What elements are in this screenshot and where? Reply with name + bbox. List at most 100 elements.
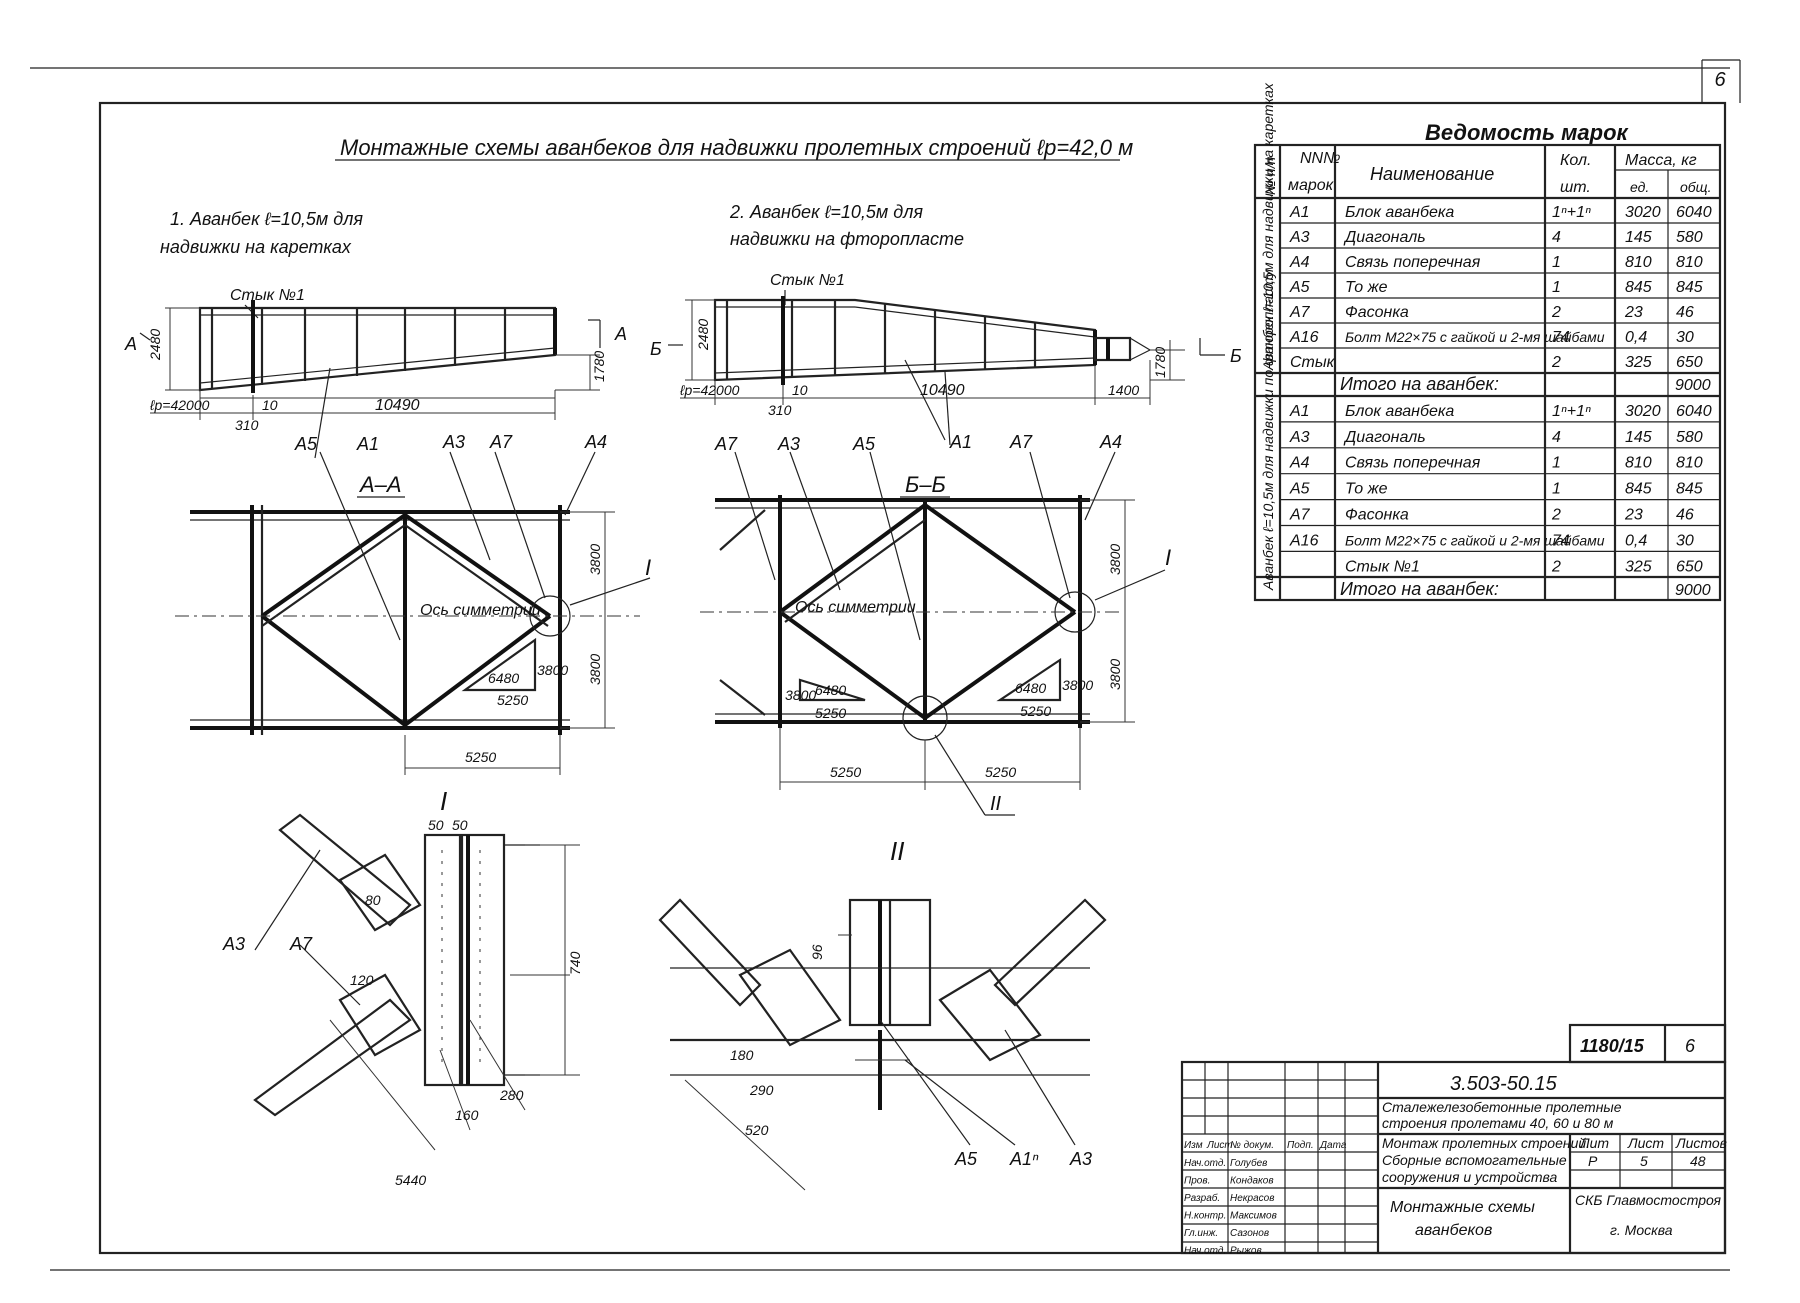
name-cell: Фасонка xyxy=(1345,304,1409,321)
mass-one-cell: 0,4 xyxy=(1625,532,1647,549)
mass-total-cell: 46 xyxy=(1676,507,1694,524)
callout-A7-b: A7 xyxy=(714,434,738,454)
qty-cell: 1 xyxy=(1552,455,1561,472)
tb-org-l1: СКБ Главмостостроя xyxy=(1575,1192,1721,1208)
mass-one-cell: 145 xyxy=(1625,429,1652,446)
mass-total-cell: 650 xyxy=(1676,558,1703,575)
group1-total-label: Итого на аванбек: xyxy=(1340,374,1499,394)
qty-cell: 2 xyxy=(1551,507,1561,524)
tri-3800-b: 3800 xyxy=(785,687,816,703)
name-cell: Болт М22×75 с гайкой и 2-мя шайбами xyxy=(1345,532,1605,548)
dim-3800-b: 3800 xyxy=(587,654,603,685)
hdr-qty-l1: Кол. xyxy=(1560,152,1591,169)
qty-cell: 4 xyxy=(1552,429,1561,446)
group1-total-value: 9000 xyxy=(1675,377,1711,394)
callout-A5-b: A5 xyxy=(852,434,876,454)
section-bb-plan: Б–Б Ось симметрии 6480 3800 5250 6480 38… xyxy=(700,371,1171,816)
qty-cell: 74 xyxy=(1552,532,1570,549)
callout-A5-c: A5 xyxy=(954,1149,978,1169)
qty-cell: 2 xyxy=(1551,304,1561,321)
det-dim-120: 120 xyxy=(350,972,374,988)
dim-lp-b: ℓp=42000 xyxy=(679,382,740,398)
callout-A7-a: A7 xyxy=(489,432,513,452)
callout-A3-b: A3 xyxy=(777,434,800,454)
det-dim-5440: 5440 xyxy=(395,1172,426,1188)
mark-cell: A4 xyxy=(1289,455,1310,472)
name-cell: То же xyxy=(1345,481,1388,498)
mass-one-cell: 3020 xyxy=(1625,204,1661,221)
callout-A1-a: A1 xyxy=(356,434,379,454)
tb-role: Разраб. xyxy=(1184,1192,1220,1204)
tb-role: Нач.отд. xyxy=(1184,1246,1226,1257)
callout-A3-a: A3 xyxy=(442,432,465,452)
mass-total-cell: 46 xyxy=(1676,304,1694,321)
tb-desc-l1: Сталежелезобетонные пролетные xyxy=(1382,1099,1622,1115)
mass-one-cell: 145 xyxy=(1625,229,1652,246)
marks-table-title: Ведомость марок xyxy=(1425,120,1630,145)
det-dim-50b: 50 xyxy=(452,817,468,833)
tb-sheets-h: Листов xyxy=(1675,1135,1727,1151)
det-dim-96: 96 xyxy=(809,944,825,960)
det-dim-50a: 50 xyxy=(428,817,444,833)
tri-3800-c: 3800 xyxy=(1062,677,1093,693)
qty-cell: 1 xyxy=(1552,254,1561,271)
qty-cell: 4 xyxy=(1552,229,1561,246)
mass-total-cell: 650 xyxy=(1676,354,1703,371)
detail-I-title: I xyxy=(440,786,447,816)
mass-one-cell: 810 xyxy=(1625,455,1652,472)
dim-3800-c: 3800 xyxy=(1107,544,1123,575)
mark-cell: A3 xyxy=(1289,429,1310,446)
section-aa-label: А–А xyxy=(358,472,402,497)
tb-sheet-code: 1180/15 xyxy=(1580,1036,1645,1056)
mass-total-cell: 810 xyxy=(1676,254,1703,271)
mass-total-cell: 6040 xyxy=(1676,204,1712,221)
tb-staff-name: Некрасов xyxy=(1230,1193,1274,1204)
tb-doc-code: 3.503-50.15 xyxy=(1450,1073,1558,1095)
mark-cell: A7 xyxy=(1289,507,1311,524)
joint-label-2: Стык №1 xyxy=(770,272,845,289)
hdr-num-l2: марок xyxy=(1288,177,1335,194)
group2-total-value: 9000 xyxy=(1675,582,1711,599)
dim-5250-a: 5250 xyxy=(465,749,496,765)
callout-A7-c: A7 xyxy=(1009,432,1033,452)
mark-cell: Стык xyxy=(1290,354,1336,371)
mark-cell: A3 xyxy=(1289,229,1310,246)
mass-one-cell: 325 xyxy=(1625,558,1652,575)
table-row: A3 Диагональ 4 145 580 xyxy=(1280,421,1720,446)
name-cell: Диагональ xyxy=(1343,429,1426,446)
detail-I: I 740 50 50 120 80 160 280 5440 xyxy=(253,786,583,1188)
hdr-name: Наименование xyxy=(1370,164,1494,184)
tri-6480-a: 6480 xyxy=(488,670,519,686)
mark-cell: A1 xyxy=(1289,204,1310,221)
scheme1-title-line2: надвижки на каретках xyxy=(160,237,352,257)
callout-A4-a: A4 xyxy=(584,432,607,452)
dim-5250-c: 5250 xyxy=(985,764,1016,780)
mass-one-cell: 810 xyxy=(1625,254,1652,271)
section-bb-label: Б–Б xyxy=(905,472,946,497)
dim-5250-b: 5250 xyxy=(830,764,861,780)
mass-one-cell: 0,4 xyxy=(1625,329,1647,346)
mass-total-cell: 6040 xyxy=(1676,403,1712,420)
dim-3800-a: 3800 xyxy=(587,544,603,575)
scheme2-title-line2: надвижки на фторопласте xyxy=(730,229,964,249)
mass-total-cell: 580 xyxy=(1676,429,1703,446)
qty-cell: 1 xyxy=(1552,279,1561,296)
mark-cell: A5 xyxy=(1289,481,1310,498)
name-cell: То же xyxy=(1345,279,1388,296)
tb-org-l2: г. Москва xyxy=(1610,1222,1673,1238)
det-dim-160: 160 xyxy=(455,1107,479,1123)
tri-5250-b: 5250 xyxy=(815,705,846,721)
name-cell: Стык №1 xyxy=(1345,558,1420,575)
name-cell: Блок аванбека xyxy=(1345,403,1454,420)
tb-sheet-h: Лист xyxy=(1627,1135,1664,1151)
tri-5250-c: 5250 xyxy=(1020,703,1051,719)
qty-cell: 1 xyxy=(1552,481,1561,498)
det-dim-520: 520 xyxy=(745,1122,769,1138)
callout-A5-a: A5 xyxy=(294,434,318,454)
